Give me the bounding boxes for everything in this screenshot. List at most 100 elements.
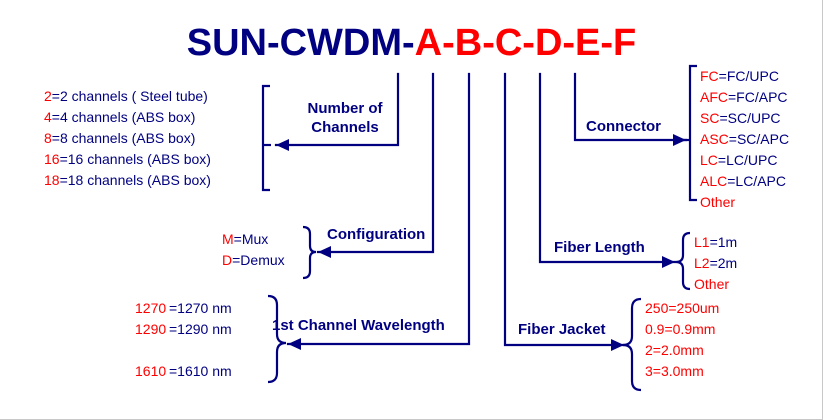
- option-desc: =250um: [668, 300, 720, 316]
- option-code: Other: [694, 276, 730, 292]
- arrowhead-wavelength: [288, 338, 301, 350]
- fiber-length-option-list: L1=1m L2=2m Other: [694, 232, 737, 295]
- list-item: SC=SC/UPC: [700, 108, 789, 129]
- option-desc: =18 channels (ABS box): [59, 172, 211, 188]
- title-codes: A-B-C-D-E-F: [414, 22, 637, 64]
- option-desc: =LC/APC: [727, 173, 786, 189]
- option-desc: =2m: [709, 255, 738, 271]
- option-code: LC: [700, 152, 718, 168]
- fiber-jacket-heading: Fiber Jacket: [518, 321, 606, 338]
- configuration-option-list: M=Mux D=Demux: [222, 229, 285, 271]
- wire-e-fiber-length: [538, 72, 677, 264]
- list-item: 2=2 channels ( Steel tube): [44, 86, 211, 107]
- option-code: 2: [44, 88, 52, 104]
- list-item: Other: [700, 192, 789, 213]
- brace-connector: [688, 64, 697, 202]
- list-item: AFC=FC/APC: [700, 87, 789, 108]
- option-desc: =0.9mm: [664, 321, 716, 337]
- channels-heading-line1: Number of: [307, 100, 383, 117]
- wavelength-option-list: 1270=1270 nm 1290=1290 nm 1610=1610 nm: [135, 298, 232, 382]
- option-desc: =8 channels (ABS box): [51, 130, 196, 146]
- brace-fiber-jacket: [622, 297, 642, 392]
- option-desc: =1m: [709, 234, 738, 250]
- list-item: 4=4 channels (ABS box): [44, 107, 211, 128]
- fiber-jacket-option-list: 250=250um 0.9=0.9mm 2=2.0mm 3=3.0mm: [645, 298, 719, 382]
- connector-heading: Connector: [586, 118, 661, 135]
- channels-heading-line2: Channels: [311, 119, 379, 136]
- list-item: 2=2.0mm: [645, 340, 719, 361]
- list-item: 1290=1290 nm: [135, 319, 232, 340]
- fiber-length-heading: Fiber Length: [554, 239, 645, 256]
- wire-d-fiber-jacket: [503, 72, 626, 347]
- option-code: Other: [700, 194, 736, 210]
- arrowhead-fiber-length: [662, 256, 675, 268]
- option-desc: =1610 nm: [169, 363, 232, 379]
- list-item: LC=LC/UPC: [700, 150, 789, 171]
- option-desc: =Mux: [233, 231, 269, 247]
- list-item: M=Mux: [222, 229, 285, 250]
- channels-option-list: 2=2 channels ( Steel tube) 4=4 channels …: [44, 86, 211, 191]
- list-item: ALC=LC/APC: [700, 171, 789, 192]
- option-desc: =LC/UPC: [717, 152, 778, 168]
- option-desc: =FC/APC: [728, 89, 788, 105]
- brace-fiber-length: [675, 231, 691, 291]
- list-item: ASC=SC/APC: [700, 129, 789, 150]
- option-code: 4: [44, 109, 52, 125]
- list-item: 0.9=0.9mm: [645, 319, 719, 340]
- option-desc: =3.0mm: [652, 363, 704, 379]
- option-desc: =SC/UPC: [719, 110, 781, 126]
- list-item: 8=8 channels (ABS box): [44, 128, 211, 149]
- arrowhead-connector: [673, 134, 686, 146]
- list-item: 1610=1610 nm: [135, 361, 232, 382]
- option-desc: =16 channels (ABS box): [59, 151, 211, 167]
- option-code: 3: [645, 363, 653, 379]
- option-code: 1290: [135, 321, 167, 337]
- option-desc: =Demux: [232, 252, 285, 268]
- option-code: SC: [700, 110, 720, 126]
- option-code: ALC: [700, 173, 728, 189]
- list-item: 3=3.0mm: [645, 361, 719, 382]
- page-title: SUN-CWDM-A-B-C-D-E-F: [0, 22, 822, 65]
- list-item: Other: [694, 274, 737, 295]
- option-code: L1: [694, 234, 710, 250]
- list-item: L2=2m: [694, 253, 737, 274]
- list-item: FC=FC/UPC: [700, 66, 789, 87]
- list-item: 16=16 channels (ABS box): [44, 149, 211, 170]
- option-code: 18: [44, 172, 60, 188]
- brace-configuration: [302, 225, 317, 280]
- arrowhead-configuration: [318, 246, 331, 258]
- option-code: 16: [44, 151, 60, 167]
- option-code: M: [222, 231, 234, 247]
- list-item: 18=18 channels (ABS box): [44, 170, 211, 191]
- list-item: 250=250um: [645, 298, 719, 319]
- option-desc: =2.0mm: [652, 342, 704, 358]
- connector-option-list: FC=FC/UPC AFC=FC/APC SC=SC/UPC ASC=SC/AP…: [700, 66, 789, 213]
- title-prefix: SUN-CWDM-: [186, 22, 415, 64]
- option-code: ASC: [700, 131, 729, 147]
- option-desc: =SC/APC: [728, 131, 790, 147]
- arrowhead-fiber-jacket: [611, 339, 624, 351]
- wavelength-heading: 1st Channel Wavelength: [272, 317, 445, 334]
- option-code: L2: [694, 255, 710, 271]
- list-item-spacer: [135, 340, 232, 361]
- option-code: 1610: [135, 363, 167, 379]
- option-code: D: [222, 252, 233, 268]
- brace-wavelength: [267, 294, 287, 384]
- channels-heading: Number of Channels: [290, 99, 400, 137]
- option-desc: =1270 nm: [169, 300, 232, 316]
- option-code: 1270: [135, 300, 167, 316]
- brace-channels: [261, 84, 270, 192]
- option-desc: =4 channels (ABS box): [51, 109, 196, 125]
- option-desc: =1290 nm: [169, 321, 232, 337]
- option-code: FC: [700, 68, 719, 84]
- option-code: 8: [44, 130, 52, 146]
- option-desc: =2 channels ( Steel tube): [51, 88, 208, 104]
- option-code: 0.9: [645, 321, 665, 337]
- list-item: 1270=1270 nm: [135, 298, 232, 319]
- option-code: 2: [645, 342, 653, 358]
- list-item: D=Demux: [222, 250, 285, 271]
- option-code: 250: [645, 300, 669, 316]
- arrowhead-channels: [276, 139, 289, 151]
- configuration-heading: Configuration: [327, 226, 426, 243]
